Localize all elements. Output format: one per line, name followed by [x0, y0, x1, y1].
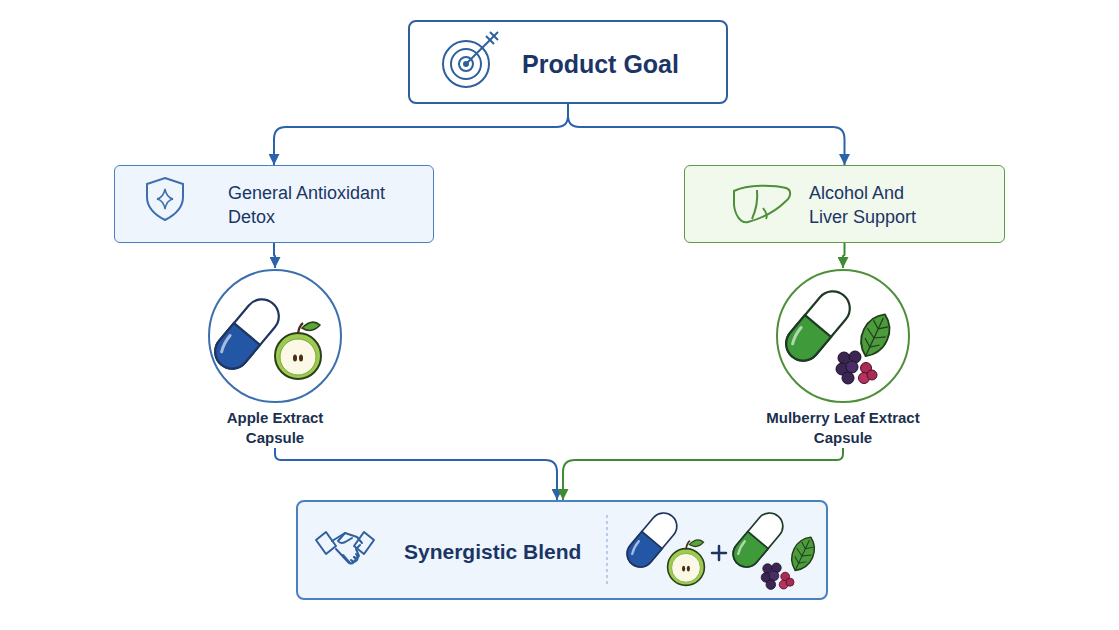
handshake-icon	[332, 533, 362, 543]
flow-connector	[568, 104, 845, 165]
ingredient-circle: Mulberry Leaf Extract Capsule	[758, 268, 928, 448]
mulberry-capsule-illustration	[854, 309, 897, 361]
circle-outline	[777, 270, 909, 402]
flow-connector	[563, 448, 843, 500]
node-label: Apple Extract Capsule	[205, 408, 345, 448]
handshake-icon	[343, 555, 350, 563]
text-area: General Antioxidant Detox	[228, 166, 418, 244]
mulberry-capsule-illustration	[836, 351, 877, 384]
text-area: Synergistic Blend	[404, 502, 644, 602]
ingredient-circle: Apple Extract Capsule	[200, 268, 350, 448]
node-label: Alcohol And Liver Support	[809, 181, 944, 229]
handshake-icon	[354, 545, 360, 558]
handshake-icon	[338, 533, 352, 543]
node-label: Synergistic Blend	[404, 539, 581, 565]
text-area: Product Goal	[522, 22, 722, 106]
category-box: General Antioxidant Detox	[114, 165, 434, 243]
handshake-icon	[316, 532, 336, 554]
target-icon	[486, 32, 498, 44]
blend-illustration	[712, 546, 726, 560]
target-icon	[464, 62, 468, 66]
target-icon	[451, 49, 481, 79]
liver-icon	[763, 208, 767, 219]
flow-connector	[274, 243, 275, 268]
blend-illustration	[761, 563, 794, 589]
blend-illustration	[622, 508, 682, 573]
text-area: Mulberry Leaf Extract Capsule	[758, 408, 928, 448]
target-icon	[443, 32, 498, 87]
liver-icon	[734, 186, 790, 223]
liver-icon	[734, 186, 790, 223]
shield-icon	[147, 178, 183, 220]
category-box: Alcohol And Liver Support	[684, 165, 1005, 243]
handshake-icon	[354, 532, 374, 554]
handshake-icon	[351, 554, 358, 562]
target-icon	[459, 57, 473, 71]
shield-icon	[147, 178, 183, 220]
blend-box: Synergistic Blend	[296, 500, 828, 600]
circle-outline	[209, 270, 341, 402]
text-area: Alcohol And Liver Support	[809, 166, 944, 244]
node-label: General Antioxidant Detox	[228, 181, 418, 229]
flow-connector	[843, 243, 845, 268]
apple-capsule-illustration	[208, 292, 321, 379]
blend-illustration	[728, 508, 788, 573]
apple-capsule-illustration	[275, 322, 321, 379]
node-label: Mulberry Leaf Extract Capsule	[758, 408, 928, 448]
handshake-icon	[336, 549, 356, 564]
divider-line	[606, 515, 608, 586]
blend-illustration	[622, 508, 820, 590]
mulberry-capsule-illustration	[779, 284, 856, 367]
blend-illustration	[668, 540, 705, 586]
flow-connector	[275, 448, 557, 500]
shield-icon	[157, 189, 173, 209]
goal-box: Product Goal	[408, 20, 728, 104]
blend-illustration	[786, 533, 820, 575]
handshake-icon	[316, 532, 374, 564]
liver-icon	[752, 190, 757, 219]
flow-connector	[274, 104, 568, 165]
target-icon	[443, 41, 489, 87]
node-label: Product Goal	[522, 49, 679, 80]
target-icon	[490, 32, 498, 40]
mulberry-capsule-illustration	[779, 284, 896, 384]
target-icon	[466, 40, 490, 64]
text-area: Apple Extract Capsule	[205, 408, 345, 448]
apple-capsule-illustration	[208, 292, 285, 375]
